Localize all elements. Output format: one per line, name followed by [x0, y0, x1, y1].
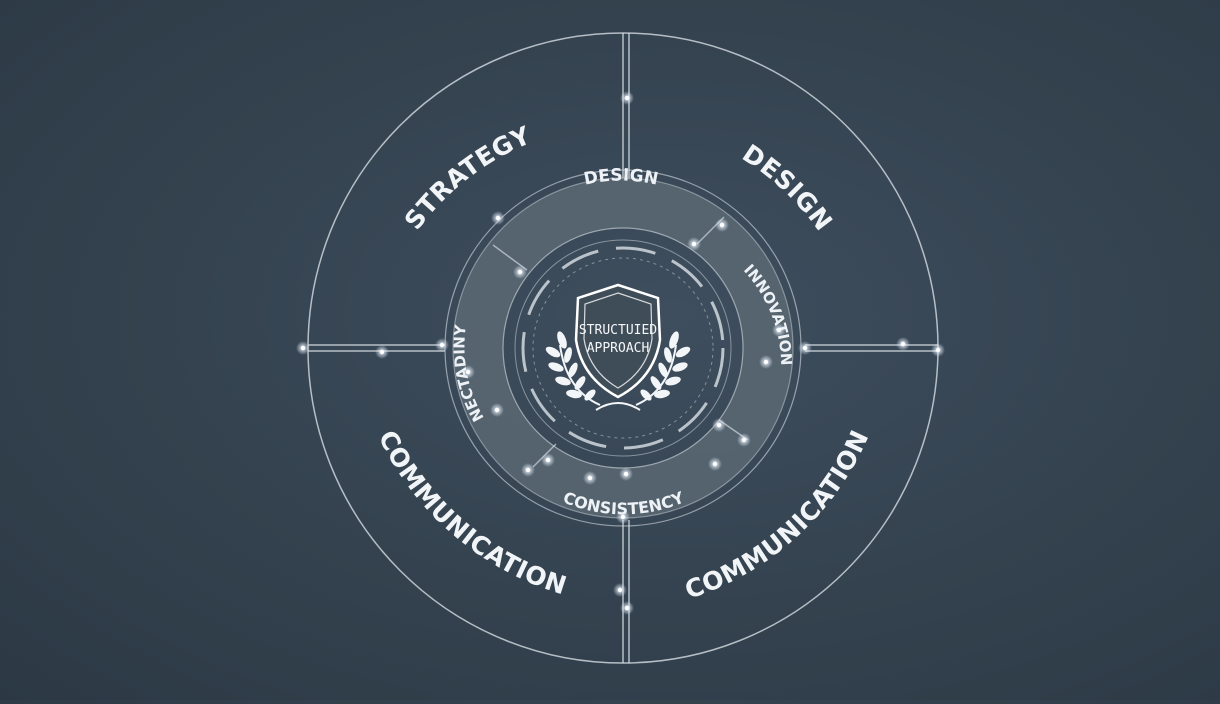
glow-node: [624, 605, 630, 611]
glow-node: [776, 327, 782, 333]
glow-node: [439, 342, 445, 348]
glow-node: [763, 359, 769, 365]
center-title-line1: STRUCTUIED: [579, 323, 657, 338]
glow-node: [525, 467, 531, 473]
glow-node: [587, 475, 593, 481]
glow-node: [712, 461, 718, 467]
glow-node: [465, 369, 471, 375]
glow-nodes: [296, 91, 945, 615]
glow-node: [379, 349, 385, 355]
glow-node: [617, 587, 623, 593]
glow-node: [545, 457, 551, 463]
glow-node: [517, 269, 523, 275]
glow-node: [900, 341, 906, 347]
glow-node: [623, 471, 629, 477]
glow-node: [719, 222, 725, 228]
outer-label-design: DESIGN: [737, 139, 838, 237]
laurel-left-icon: [545, 331, 601, 406]
shield-emblem-icon: [545, 283, 691, 411]
glow-node: [741, 437, 747, 443]
glow-node: [300, 345, 306, 351]
laurel-right-icon: [635, 331, 691, 406]
center-title-line2: APPROACH: [587, 341, 650, 356]
glow-node: [716, 422, 722, 428]
glow-node: [624, 95, 630, 101]
glow-node: [691, 241, 697, 247]
glow-node: [935, 347, 941, 353]
glow-node: [620, 514, 626, 520]
inner-dashed-ring: [521, 246, 725, 450]
glow-node: [494, 407, 500, 413]
glow-node: [495, 215, 501, 221]
glow-node: [802, 345, 808, 351]
